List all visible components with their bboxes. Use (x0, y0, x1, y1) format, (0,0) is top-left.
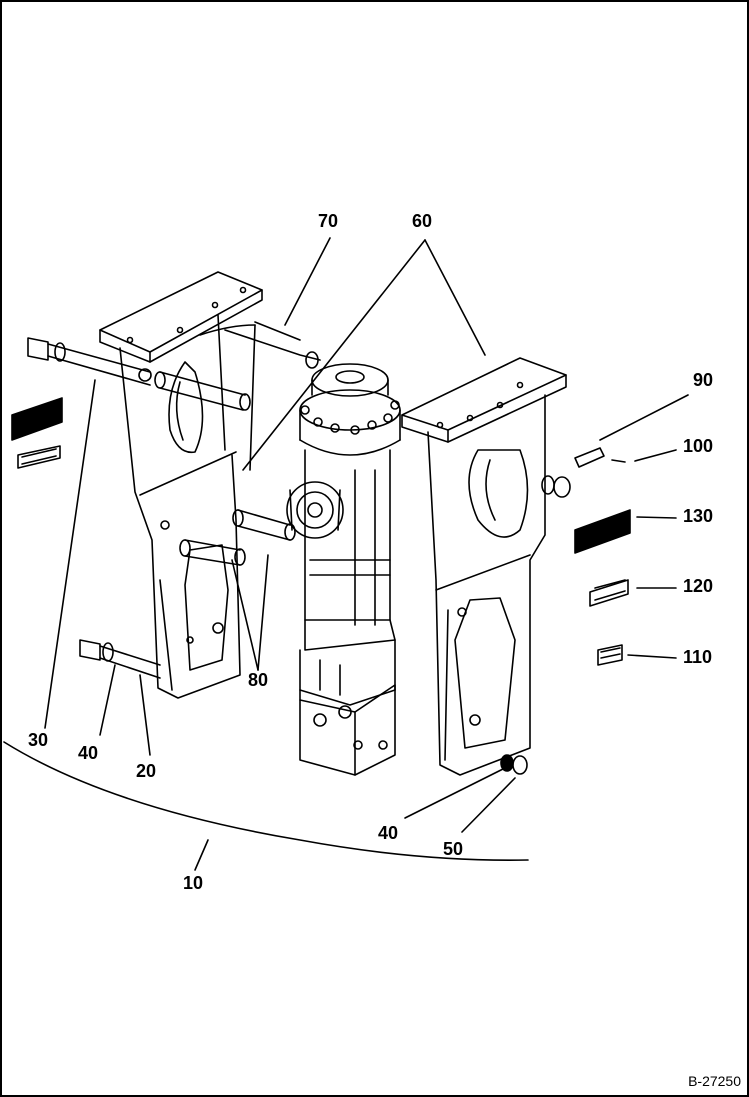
right-mounting-plate (401, 357, 567, 776)
hammer-body (286, 363, 401, 776)
long-bolts (27, 337, 161, 679)
callout-60: 60 (412, 211, 433, 231)
spacer-tubes (154, 371, 296, 566)
callout-10: 10 (183, 873, 204, 893)
drawing-reference-number: B-27250 (688, 1073, 741, 1089)
callout-40-right: 40 (378, 823, 399, 843)
callout-40-left: 40 (78, 743, 99, 763)
callout-50: 50 (443, 839, 464, 859)
callout-30: 30 (28, 730, 49, 750)
callout-80: 80 (248, 670, 269, 690)
callout-110: 110 (683, 647, 713, 667)
callout-100: 100 (683, 436, 714, 456)
callout-120: 120 (683, 576, 714, 596)
callout-70: 70 (318, 211, 339, 231)
decals (11, 397, 631, 666)
leader-lines (44, 237, 689, 871)
nuts (500, 475, 571, 775)
left-mounting-plate (99, 271, 263, 699)
top-bracket (199, 314, 321, 471)
pin-and-clip (574, 447, 626, 468)
callout-130: 130 (683, 506, 714, 526)
base-outline (3, 741, 529, 861)
callout-20: 20 (136, 761, 157, 781)
callout-90: 90 (693, 370, 714, 390)
